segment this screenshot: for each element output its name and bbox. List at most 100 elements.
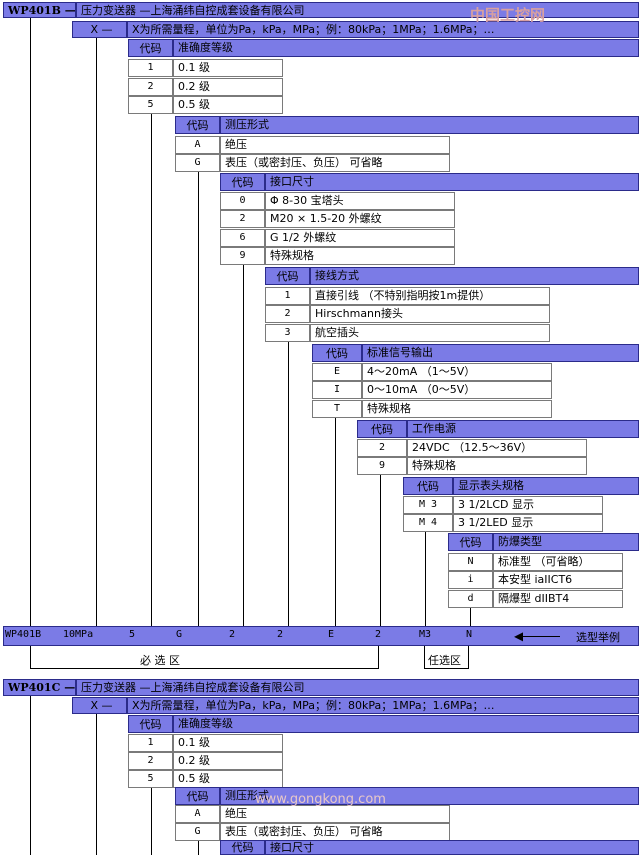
code-cell: 0 [220, 192, 265, 210]
option-text: 24VDC （12.5～36V） [407, 439, 587, 457]
group-header-accuracy: 准确度等级 [173, 715, 639, 733]
option-text: 0.2 级 [173, 752, 283, 770]
code-cell: M 3 [403, 496, 453, 514]
group-header-pressure-type: 测压形式 [220, 787, 639, 805]
code-cell: 5 [128, 96, 173, 114]
code-cell: 5 [128, 770, 173, 788]
example-part: G [176, 629, 183, 640]
group-header-pressure-type: 测压形式 [220, 116, 639, 134]
code-header: 代码 [448, 533, 493, 551]
option-text: 标准型 （可省略） [493, 553, 623, 571]
option-text: 隔爆型 dIIBT4 [493, 590, 623, 608]
code-cell: 9 [357, 457, 407, 475]
x-label: X — [72, 697, 127, 714]
code-cell: 9 [220, 247, 265, 265]
code-cell: E [312, 363, 362, 381]
code-cell: 1 [128, 59, 173, 77]
code-cell: A [175, 136, 220, 154]
option-text: 本安型 iaIICT6 [493, 571, 623, 589]
option-text: 4～20mA （1～5V） [362, 363, 552, 381]
model-label: WP401B — [3, 2, 76, 18]
example-part: 5 [129, 629, 136, 640]
code-cell: 2 [357, 439, 407, 457]
code-cell: 1 [265, 287, 310, 305]
code-cell: M 4 [403, 514, 453, 532]
title-bar: 压力变送器 —上海涌纬自控成套设备有限公司 [76, 2, 639, 18]
option-text: Hirschmann接头 [310, 305, 550, 323]
code-cell: G [175, 823, 220, 841]
option-text: 3 1/2LCD 显示 [453, 496, 603, 514]
option-text: M20 × 1.5-20 外螺纹 [265, 210, 455, 228]
code-cell: T [312, 400, 362, 418]
title-bar: 压力变送器 —上海涌纬自控成套设备有限公司 [76, 679, 639, 696]
model-label: WP401C — [3, 679, 76, 696]
x-description: X为所需量程，单位为Pa，kPa，MPa；例：80kPa；1MPa；1.6MPa… [127, 21, 639, 38]
code-cell: A [175, 805, 220, 823]
code-cell: 2 [220, 210, 265, 228]
option-text: 绝压 [220, 805, 450, 823]
option-text: 3 1/2LED 显示 [453, 514, 603, 532]
code-cell: G [175, 154, 220, 172]
code-cell: 2 [128, 78, 173, 96]
code-cell: 6 [220, 229, 265, 247]
code-header: 代码 [265, 267, 310, 285]
group-header-connection-size: 接口尺寸 [265, 840, 639, 855]
watermark: www.gongkong.com [255, 792, 386, 807]
code-header: 代码 [403, 477, 453, 495]
example-part: WP401B [5, 629, 42, 640]
group-header-display: 显示表头规格 [453, 477, 639, 495]
code-header: 代码 [312, 344, 362, 362]
option-text: 直接引线 （不特别指明按1m提供） [310, 287, 550, 305]
group-header-wiring: 接线方式 [310, 267, 639, 285]
option-text: 特殊规格 [265, 247, 455, 265]
option-text: G 1/2 外螺纹 [265, 229, 455, 247]
example-part: N [466, 629, 473, 640]
code-cell: 2 [265, 305, 310, 323]
code-cell: N [448, 553, 493, 571]
group-header-signal-output: 标准信号输出 [362, 344, 639, 362]
option-text: 0.2 级 [173, 78, 283, 96]
example-part: E [328, 629, 335, 640]
code-cell: I [312, 381, 362, 399]
code-cell: d [448, 590, 493, 608]
group-header-accuracy: 准确度等级 [173, 39, 639, 57]
example-part: 10MPa [63, 629, 94, 640]
x-label: X — [72, 21, 127, 38]
code-header: 代码 [128, 39, 173, 57]
option-text: 0.5 级 [173, 770, 283, 788]
code-cell: i [448, 571, 493, 589]
option-text: 0.1 级 [173, 734, 283, 752]
option-text: 绝压 [220, 136, 450, 154]
option-text: 0～10mA （0～5V） [362, 381, 552, 399]
code-header: 代码 [220, 173, 265, 191]
example-label: 选型举例 [576, 631, 620, 644]
code-cell: 1 [128, 734, 173, 752]
example-part: 2 [277, 629, 284, 640]
group-header-power-supply: 工作电源 [407, 420, 639, 438]
option-text: 0.5 级 [173, 96, 283, 114]
optional-zone-label: 任选区 [428, 654, 461, 667]
x-description: X为所需量程，单位为Pa，kPa，MPa；例：80kPa；1MPa；1.6MPa… [127, 697, 639, 714]
example-part: M3 [419, 629, 432, 640]
example-part: 2 [375, 629, 382, 640]
arrow-left-icon: ◀ [514, 629, 524, 643]
group-header-connection-size: 接口尺寸 [265, 173, 639, 191]
example-part: 2 [229, 629, 236, 640]
required-zone-label: 必 选 区 [140, 654, 180, 667]
option-text: 特殊规格 [362, 400, 552, 418]
code-cell: 3 [265, 324, 310, 342]
option-text: 航空插头 [310, 324, 550, 342]
option-text: 表压（或密封压、负压） 可省略 [220, 823, 450, 841]
code-header: 代码 [175, 116, 220, 134]
option-text: Φ 8-30 宝塔头 [265, 192, 455, 210]
code-header: 代码 [357, 420, 407, 438]
code-header: 代码 [220, 840, 265, 855]
logo: 中国工控网 [470, 6, 546, 24]
code-header: 代码 [128, 715, 173, 733]
code-header: 代码 [175, 787, 220, 805]
group-header-explosion-proof: 防爆类型 [493, 533, 639, 551]
option-text: 表压（或密封压、负压） 可省略 [220, 154, 450, 172]
code-cell: 2 [128, 752, 173, 770]
option-text: 0.1 级 [173, 59, 283, 77]
option-text: 特殊规格 [407, 457, 587, 475]
